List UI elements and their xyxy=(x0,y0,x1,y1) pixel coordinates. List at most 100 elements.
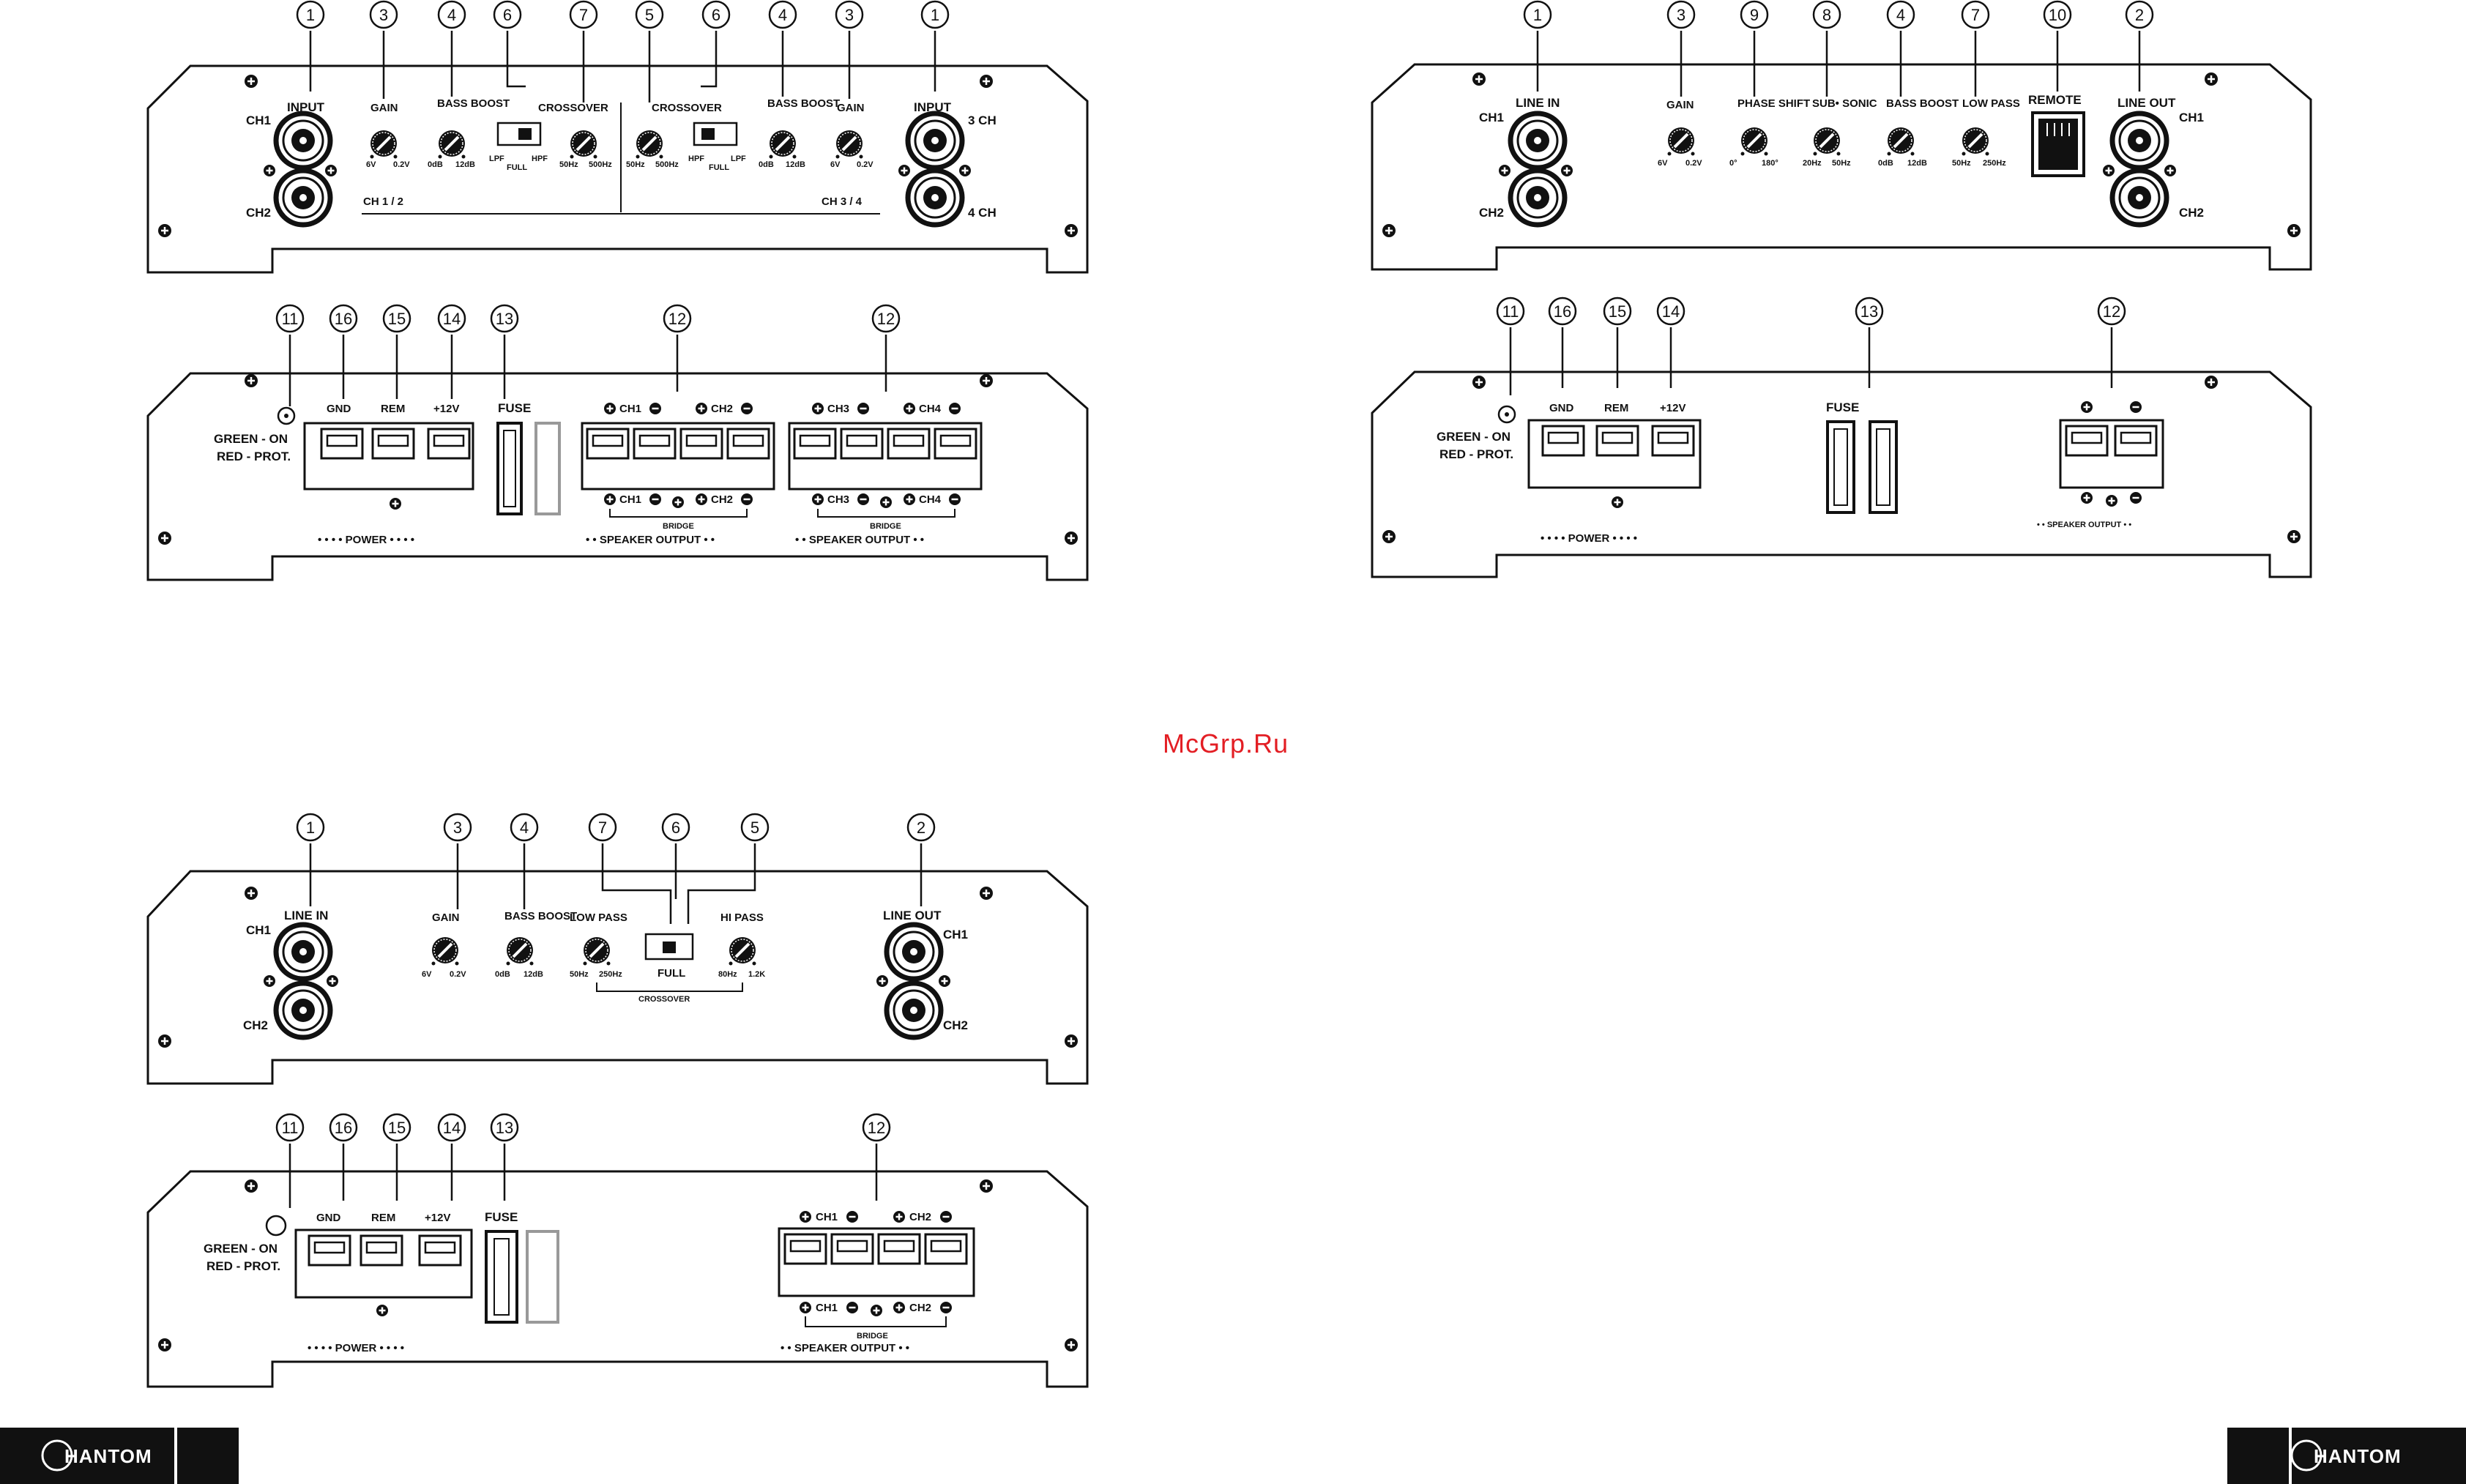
12v-label: +12V xyxy=(425,1212,450,1224)
power-label: • • • • POWER • • • • xyxy=(1541,532,1637,545)
knob-max: 250Hz xyxy=(599,970,622,979)
remote-label: REMOTE xyxy=(2028,93,2082,107)
brand-logo-text: HANTOM xyxy=(2314,1445,2402,1467)
callout-number: 14 xyxy=(1662,302,1680,321)
callout-number: 8 xyxy=(1822,6,1831,24)
ch2-label: CH2 xyxy=(2179,206,2204,220)
callout-number: 1 xyxy=(931,6,939,24)
switch-full: FULL xyxy=(709,163,729,172)
gnd-label: GND xyxy=(1549,402,1574,414)
fuse-label: FUSE xyxy=(498,401,531,415)
gain-label: GAIN xyxy=(1666,99,1694,111)
knob-max: 180° xyxy=(1762,159,1778,168)
knob-min: 0° xyxy=(1729,159,1737,168)
knob-min: 50Hz xyxy=(559,160,578,169)
rca-input-ch2-icon xyxy=(276,171,330,225)
low-pass-label: LOW PASS xyxy=(1962,97,2020,110)
ch1-label: CH1 xyxy=(816,1211,838,1223)
callout-number: 1 xyxy=(306,6,315,24)
callout-number: 12 xyxy=(668,310,686,328)
callout-number: 13 xyxy=(496,310,513,328)
callout-number: 14 xyxy=(443,1119,461,1137)
led-green-label: GREEN - ON xyxy=(1437,430,1510,444)
gnd-label: GND xyxy=(327,403,351,415)
footer-right: HANTOM xyxy=(2227,1428,2466,1484)
callout-number: 6 xyxy=(671,819,680,837)
rca-line-in-ch1-icon xyxy=(1510,113,1565,168)
knob-min: 0dB xyxy=(759,160,774,169)
panel-outline xyxy=(1371,63,2312,271)
callout-number: 15 xyxy=(388,310,406,328)
led-red-label: RED - PROT. xyxy=(217,450,291,463)
crossover-label: CROSSOVER xyxy=(638,995,690,1004)
bridge-label: BRIDGE xyxy=(857,1332,888,1341)
switch-lpf: LPF xyxy=(731,154,746,163)
knob-min: 0dB xyxy=(495,970,510,979)
rca-line-in-ch2-icon xyxy=(276,983,330,1037)
hi-pass-knob-icon xyxy=(727,936,758,967)
rca-line-out-ch2-icon xyxy=(887,983,941,1037)
switch-lpf: LPF xyxy=(489,154,504,163)
callout-number: 7 xyxy=(598,819,607,837)
ch2-label: CH2 xyxy=(909,1302,931,1314)
switch-full: FULL xyxy=(507,163,527,172)
callout-number: 7 xyxy=(1971,6,1980,24)
footer-left: HANTOM xyxy=(0,1428,239,1484)
callout-row xyxy=(296,0,950,102)
knob-min: 0dB xyxy=(1878,159,1893,168)
knob-max: 500Hz xyxy=(589,160,612,169)
line-out-label: LINE OUT xyxy=(2117,96,2176,110)
knob-max: 0.2V xyxy=(857,160,873,169)
callout-number: 6 xyxy=(712,6,720,24)
subsonic-label: SUB• SONIC xyxy=(1812,97,1877,110)
panel-2ch-front: 1 3 4 7 6 5 2 LINE IN CH1 CH2 GAIN 6V 0.… xyxy=(146,813,1089,1085)
hi-pass-label: HI PASS xyxy=(720,911,764,924)
callout-number: 11 xyxy=(1502,302,1519,321)
bass-boost-label: BASS BOOST xyxy=(1886,97,1959,110)
crossover-freq-knob-icon xyxy=(634,129,665,160)
crossover-freq-knob-icon xyxy=(568,129,599,160)
fuse-label: FUSE xyxy=(485,1210,518,1224)
callout-number: 11 xyxy=(282,1119,299,1137)
callout-number: 3 xyxy=(453,819,462,837)
knob-min: 0dB xyxy=(428,160,443,169)
knob-min: 80Hz xyxy=(718,970,737,979)
callout-number: 11 xyxy=(282,310,299,328)
ch4-label: CH4 xyxy=(919,493,942,506)
phantom-logo-icon xyxy=(2290,1439,2322,1472)
ch1-label: CH1 xyxy=(619,403,641,415)
callout-number: 10 xyxy=(2049,6,2066,24)
bass-boost-label: BASS BOOST xyxy=(504,910,577,922)
knob-min: 6V xyxy=(366,160,376,169)
callout-number: 4 xyxy=(447,6,456,24)
knob-min: 6V xyxy=(1658,159,1668,168)
ch1-label: CH1 xyxy=(816,1302,838,1314)
fuse-icon xyxy=(526,1230,559,1324)
knob-min: 6V xyxy=(830,160,841,169)
ch4-label: CH4 xyxy=(919,403,942,415)
panel-outline xyxy=(1371,370,2312,578)
callout-number: 16 xyxy=(335,1119,352,1137)
subsonic-knob-icon xyxy=(1811,126,1842,157)
panel-4ch-front: 1 3 4 6 7 5 6 4 3 1 INPUT CH1 CH2 INPUT … xyxy=(146,0,1089,274)
panel-outline xyxy=(146,870,1089,1085)
callout-number: 12 xyxy=(2103,302,2120,321)
fuse-icon xyxy=(534,422,561,515)
rca-line-out-ch1-icon xyxy=(2112,113,2167,168)
input-label: INPUT xyxy=(914,100,952,114)
knob-min: 50Hz xyxy=(626,160,645,169)
callout-number: 6 xyxy=(503,6,512,24)
12v-label: +12V xyxy=(1660,402,1685,414)
callout-number: 16 xyxy=(335,310,352,328)
callout-number: 4 xyxy=(1896,6,1905,24)
callout-number: 4 xyxy=(778,6,787,24)
speaker-output-label: • • SPEAKER OUTPUT • • xyxy=(2037,521,2131,529)
callout-number: 2 xyxy=(2135,6,2144,24)
ch1-label: CH1 xyxy=(1479,111,1504,124)
ch2-label: CH2 xyxy=(711,493,733,506)
line-in-label: LINE IN xyxy=(284,909,328,922)
phase-shift-label: PHASE SHIFT xyxy=(1737,97,1810,110)
ch1-label: CH1 xyxy=(246,923,271,937)
full-label: FULL xyxy=(658,967,685,980)
